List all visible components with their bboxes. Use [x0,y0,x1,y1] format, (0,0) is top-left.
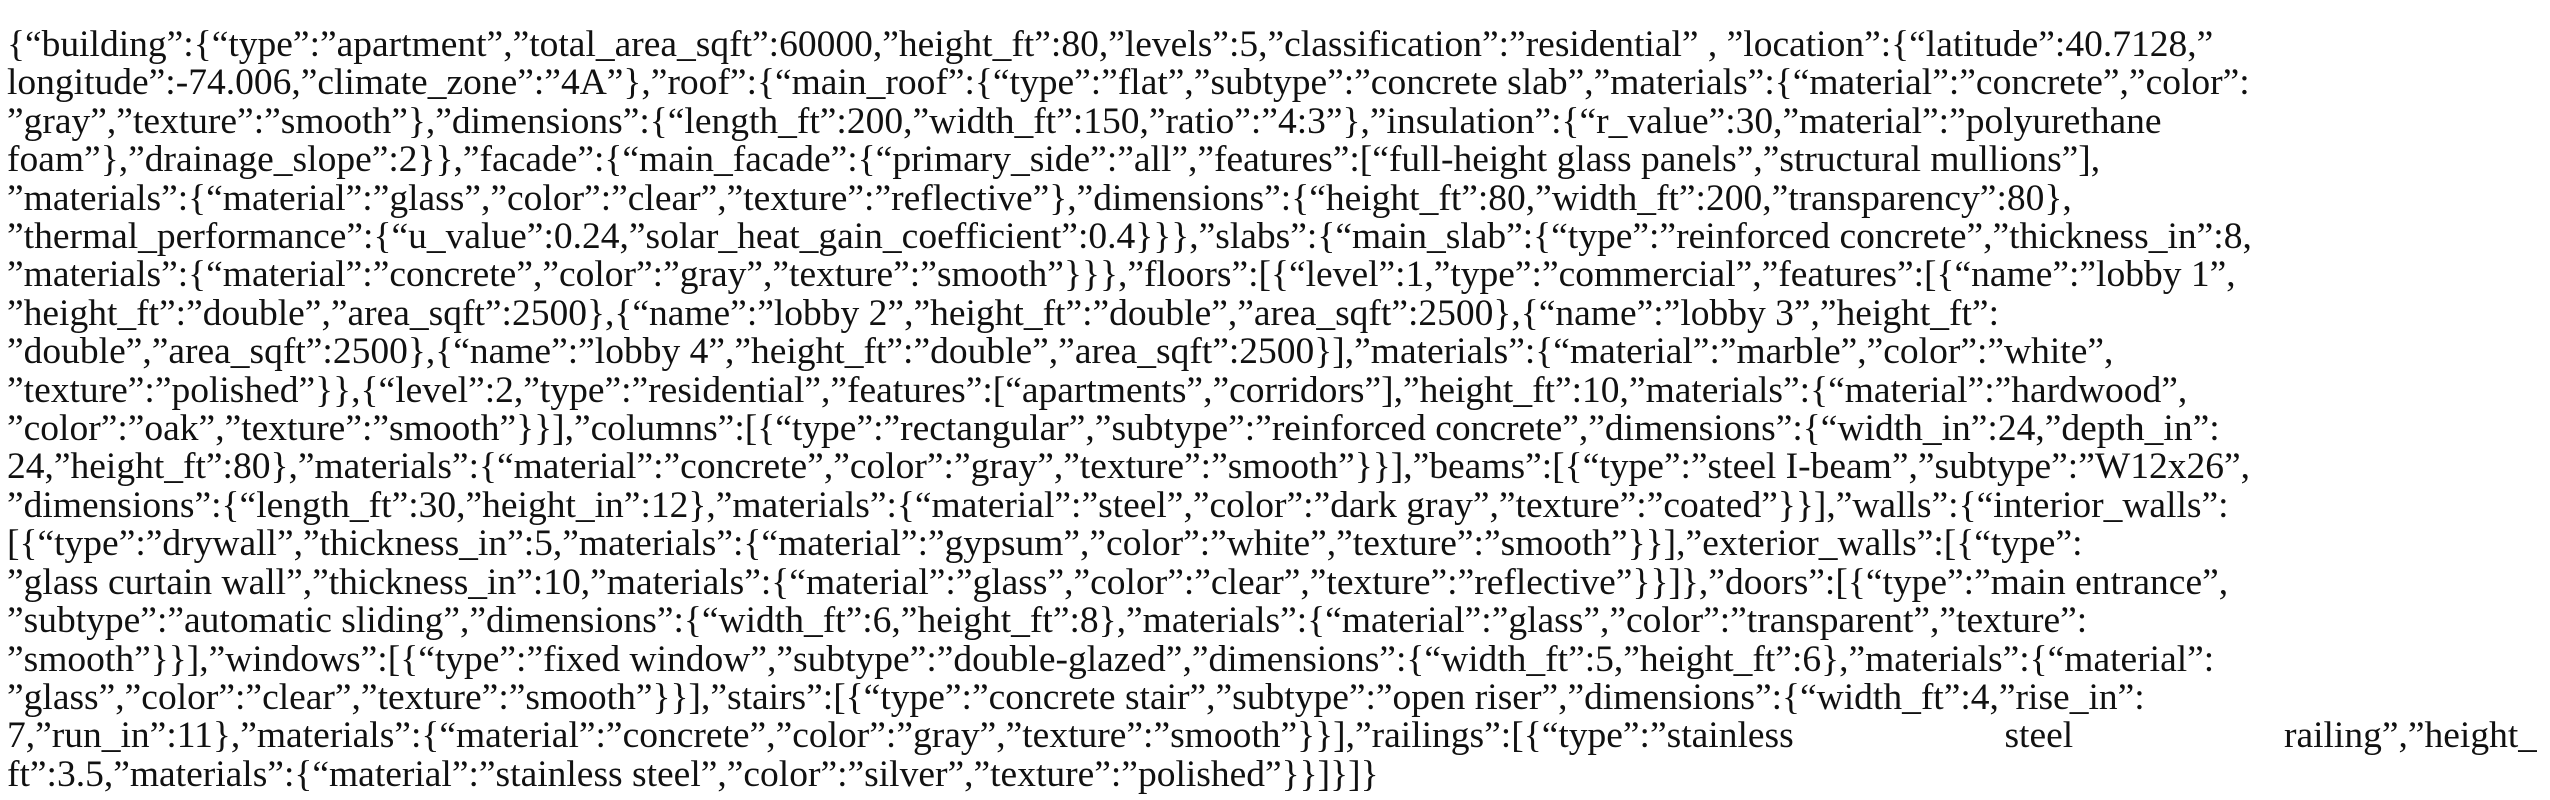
document-body: {“building”:{“type”:”apartment”,”total_a… [7,26,2537,794]
text-line: ”glass”,”color”:”clear”,”texture”:”smoot… [7,678,2145,718]
text-line: [{“type”:”drywall”,”thickness_in”:5,”mat… [7,525,2083,564]
text-line: ”smooth”}}],”windows”:[{“type”:”fixed wi… [7,640,2215,679]
text-line: 7,”run_in”:11},”materials”:{“material”:”… [7,717,2537,756]
text-line: longitude”:-74.006,”climate_zone”:”4A”},… [7,64,2250,103]
text-line: 24,”height_ft”:80},”materials”:{“materia… [7,448,2251,487]
text-line: ”texture”:”polished”}},{“level”:2,”type”… [7,371,2188,411]
text-line: ”thermal_performance”:{“u_value”:0.24,”s… [7,218,2252,257]
text-line: ”color”:”oak”,”texture”:”smooth”}}],”col… [7,410,2220,449]
text-line: ”subtype”:”automatic sliding”,”dimension… [7,602,2088,641]
text-line: ”gray”,”texture”:”smooth”},”dimensions”:… [7,102,2162,142]
text-line: ”dimensions”:{“length_ft”:30,”height_in”… [7,486,2229,526]
text-line: ”materials”:{“material”:”concrete”,”colo… [7,256,2236,295]
text-line: ft”:3.5,”materials”:{“material”:”stainle… [7,755,1379,795]
text-line: ”materials”:{“material”:”glass”,”color”:… [7,179,2072,219]
text-line: {“building”:{“type”:”apartment”,”total_a… [7,26,2214,65]
text-line: ”glass curtain wall”,”thickness_in”:10,”… [7,563,2229,603]
text-line: ”height_ft”:”double”,”area_sqft”:2500},{… [7,294,1999,334]
text-line: ”double”,”area_sqft”:2500},{“name”:”lobb… [7,333,2114,372]
text-line: foam”},”drainage_slope”:2}},”facade”:{“m… [7,141,2101,180]
